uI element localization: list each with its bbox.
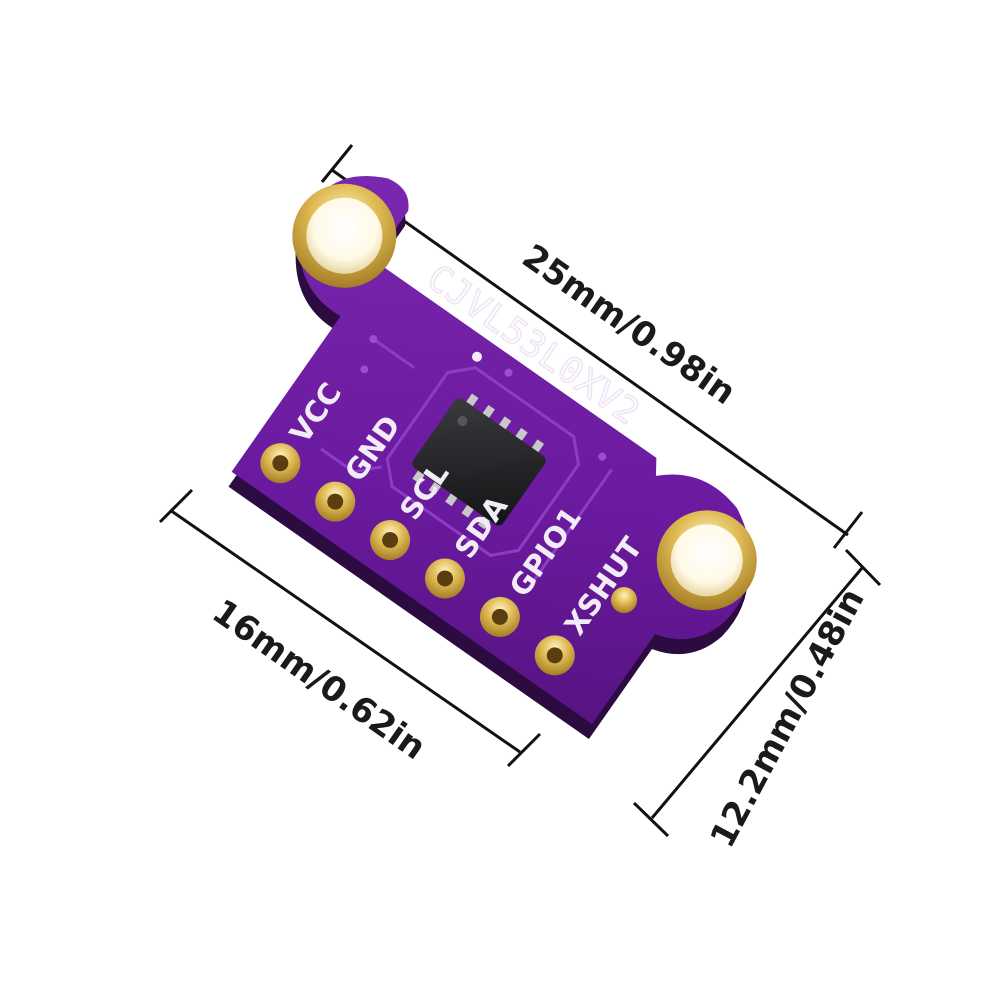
pin-xshut [534, 635, 575, 676]
pin1-dot [471, 351, 482, 362]
header-pins [260, 443, 575, 676]
pin-gnd [315, 481, 356, 522]
sensor-chip [412, 393, 546, 530]
test-pad [610, 587, 637, 614]
pcb-traces [320, 337, 613, 594]
pin-sda [424, 558, 465, 599]
mounting-hole-right [656, 510, 757, 611]
pin-vcc [260, 443, 301, 484]
pcb-board: CJVL53L0XV2 [228, 175, 757, 740]
vias [360, 335, 607, 461]
dimension-pin-row-label: 16mm/0.62in [205, 592, 433, 768]
pin-scl [370, 520, 411, 561]
pin-gpio1 [479, 596, 520, 637]
mounting-hole-left [292, 183, 397, 288]
